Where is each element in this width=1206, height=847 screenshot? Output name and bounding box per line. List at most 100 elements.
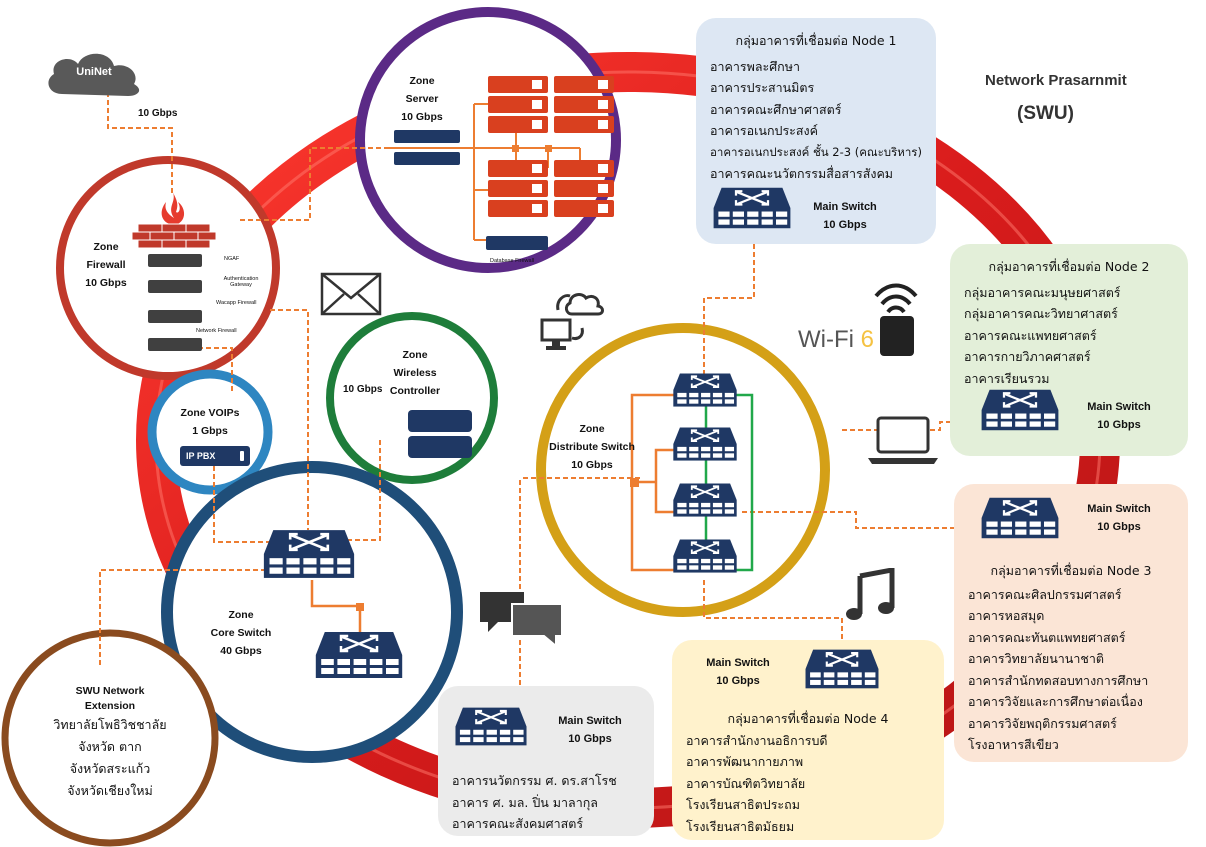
cloud-sync-icon bbox=[540, 293, 604, 350]
node1-title: กลุ่มอาคารที่เชื่อมต่อ Node 1 bbox=[735, 33, 897, 48]
uninet-speed: 10 Gbps bbox=[138, 108, 178, 119]
server-unit-led bbox=[532, 164, 542, 173]
node3-line: อาคารวิจัยและการศึกษาต่อเนื่อง bbox=[968, 694, 1143, 709]
server-unit-led bbox=[598, 80, 608, 89]
node1-switch-speed: 10 Gbps bbox=[823, 219, 867, 231]
node3-switch-speed: 10 Gbps bbox=[1097, 521, 1141, 533]
zone-extension-circle bbox=[1, 629, 219, 847]
distribute-switch-2 bbox=[673, 427, 737, 461]
wifi-text: Wi-Fi bbox=[798, 326, 854, 353]
server-unit-led bbox=[532, 184, 542, 193]
zone-core-label: Zone Core Switch 40 Gbps bbox=[206, 606, 276, 660]
node3-title: กลุ่มอาคารที่เชื่อมต่อ Node 3 bbox=[990, 563, 1152, 578]
node3-switch-label: Main Switch 10 Gbps bbox=[1084, 500, 1154, 536]
zone-firewall-sub: Firewall bbox=[86, 259, 126, 271]
zone-server-name: Zone bbox=[409, 75, 435, 87]
zone-voip-speed: 1 Gbps bbox=[192, 425, 228, 437]
node2-title: กลุ่มอาคารที่เชื่อมต่อ Node 2 bbox=[988, 259, 1150, 274]
zone-server-sub: Server bbox=[405, 93, 439, 105]
node4-line: อาคารบัณฑิตวิทยาลัย bbox=[686, 775, 806, 791]
node4-switch-label: Main Switch 10 Gbps bbox=[700, 654, 776, 690]
node2-line: อาคารเรียนรวม bbox=[964, 370, 1050, 386]
wifi-label: Wi-Fi 6 bbox=[798, 326, 874, 354]
extension-block: SWU Network Extension วิทยาลัยโพธิวิชชาล… bbox=[40, 684, 180, 802]
zone-core-speed: 40 Gbps bbox=[220, 645, 262, 657]
extension-line-2: จังหวัด ตาก bbox=[78, 739, 142, 754]
ip-pbx-label: IP PBX bbox=[186, 451, 216, 461]
node4-box: กลุ่มอาคารที่เชื่อมต่อ Node 4 อาคารสำนัก… bbox=[672, 640, 944, 840]
fw-device-network bbox=[148, 338, 202, 351]
node3-switch-name: Main Switch bbox=[1087, 503, 1151, 515]
node4-line: โรงเรียนสาธิตประถม bbox=[686, 797, 800, 812]
zone-wireless-sub: Wireless Controller bbox=[389, 367, 441, 397]
zone-server-speed: 10 Gbps bbox=[401, 111, 443, 123]
server-junction bbox=[512, 145, 519, 152]
zone-distribute-circle bbox=[536, 323, 830, 617]
node3-line: อาคารคณะศิลปกรรมศาสตร์ bbox=[968, 586, 1122, 602]
node1-line: อาคารพละศึกษา bbox=[710, 58, 800, 74]
fw-label-network: Network Firewall bbox=[196, 328, 237, 334]
node4-main-switch bbox=[805, 649, 879, 689]
zone-wireless-speed: 10 Gbps bbox=[343, 384, 383, 395]
database-firewall-label: Database Firewall bbox=[490, 258, 535, 264]
node5-line: อาคารนวัตกรรม ศ. ดร.สาโรช bbox=[452, 773, 617, 788]
fw-device-ngaf bbox=[148, 254, 202, 267]
database-firewall-device bbox=[486, 236, 548, 250]
wifi-version: 6 bbox=[860, 326, 874, 353]
extension-title-1: SWU Network bbox=[75, 685, 145, 697]
zone-distribute-label: Zone Distribute Switch 10 Gbps bbox=[544, 420, 640, 474]
server-unit-led bbox=[598, 184, 608, 193]
zone-firewall-circle bbox=[56, 156, 280, 380]
node1-line: อาคารอเนกประสงค์ bbox=[710, 123, 818, 138]
node1-switch-label: Main Switch 10 Gbps bbox=[810, 198, 880, 234]
node3-line: อาคารวิทยาลัยนานาชาติ bbox=[968, 651, 1104, 666]
node4-line: โรงเรียนสาธิตมัธยม bbox=[686, 818, 795, 834]
extension-line-4: จังหวัดเชียงใหม่ bbox=[67, 783, 153, 798]
title-line1: Network Prasarnmit bbox=[985, 72, 1127, 89]
node2-switch-name: Main Switch bbox=[1087, 401, 1151, 413]
node4-line: อาคารพัฒนากายภาพ bbox=[686, 754, 804, 769]
node3-line: โรงอาหารสีเขียว bbox=[968, 737, 1059, 752]
fw-label-ngaf: NGAF bbox=[224, 256, 240, 262]
server-unit-led bbox=[598, 120, 608, 129]
wlc-unit-1 bbox=[408, 410, 472, 432]
node3-line: อาคารวิจัยพฤติกรรมศาสตร์ bbox=[968, 715, 1117, 731]
firewall-icon bbox=[131, 190, 217, 249]
title-line2: (SWU) bbox=[1017, 103, 1074, 124]
server-unit-led bbox=[598, 164, 608, 173]
zone-distribute-sub: Distribute Switch bbox=[549, 441, 635, 453]
wlc-unit-2 bbox=[408, 436, 472, 458]
wireless-controller-device bbox=[408, 410, 472, 458]
distribute-switch-3 bbox=[673, 483, 737, 517]
distribute-switch-4 bbox=[673, 539, 737, 573]
node3-line: อาคารสำนักทดสอบทางการศึกษา bbox=[968, 672, 1149, 688]
node4-switch-name: Main Switch bbox=[706, 657, 770, 669]
server-edge-switch bbox=[394, 152, 460, 165]
zone-wireless-name: Zone bbox=[402, 349, 428, 361]
zone-distribute-speed: 10 Gbps bbox=[571, 459, 613, 471]
fw-label-waf: Wacapp Firewall bbox=[216, 300, 257, 306]
zone-core-circle bbox=[161, 461, 463, 763]
zone-distribute-name: Zone bbox=[579, 423, 605, 435]
node5-switch-speed: 10 Gbps bbox=[568, 733, 612, 745]
uninet-label: UniNet bbox=[76, 66, 112, 78]
node4-line: อาคารสำนักงานอธิการบดี bbox=[686, 732, 828, 748]
mail-icon bbox=[320, 272, 382, 316]
distribute-switch-1 bbox=[673, 373, 737, 407]
node2-line: อาคารคณะแพทยศาสตร์ bbox=[964, 327, 1097, 343]
core-links bbox=[310, 580, 362, 632]
node5-switch-name: Main Switch bbox=[558, 715, 622, 727]
node2-line: อาคารกายวิภาคศาสตร์ bbox=[964, 349, 1091, 364]
cloud-icon bbox=[48, 53, 140, 96]
server-unit-led bbox=[532, 100, 542, 109]
wifi-icon bbox=[874, 283, 918, 356]
zone-voip-name: Zone VOIPs bbox=[180, 407, 240, 419]
server-unit-led bbox=[532, 204, 542, 213]
node1-main-switch bbox=[713, 187, 791, 229]
node3-main-switch bbox=[981, 497, 1059, 539]
node4-title: กลุ่มอาคารที่เชื่อมต่อ Node 4 bbox=[727, 711, 889, 726]
node5-main-switch bbox=[455, 707, 527, 746]
node5-switch-label: Main Switch 10 Gbps bbox=[552, 712, 628, 748]
node5-line: อาคารคณะสังคมศาสตร์ bbox=[452, 816, 584, 831]
